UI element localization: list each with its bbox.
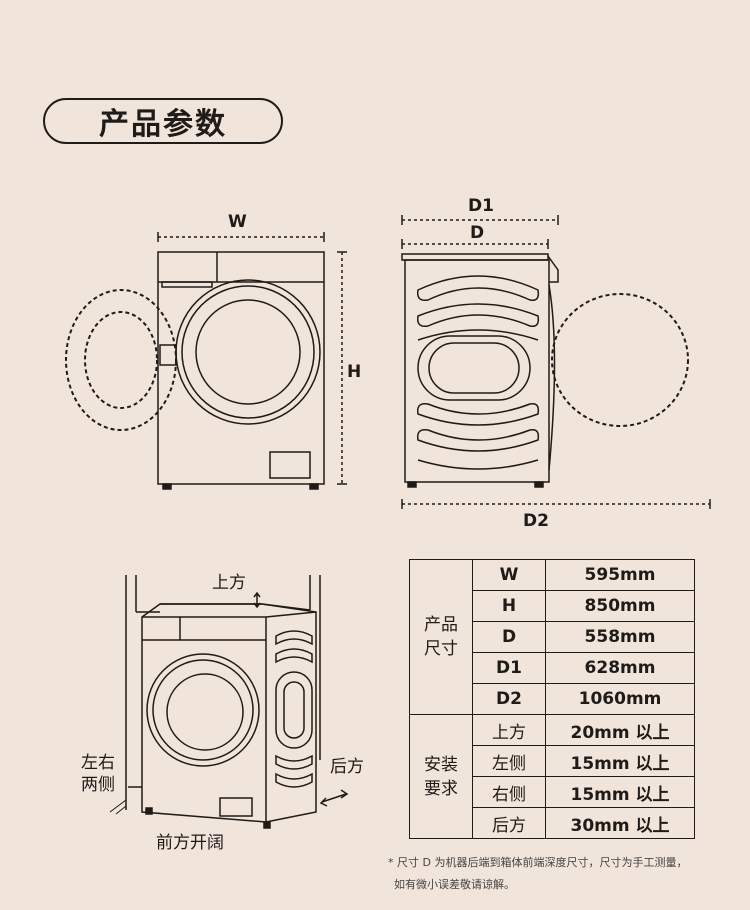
label-back-clearance: 后方: [330, 757, 364, 777]
table-row: D1 628mm: [410, 652, 695, 684]
table-row: D 558mm: [410, 621, 695, 653]
table-row: H 850mm: [410, 590, 695, 622]
table-row: 后方 30mm 以上: [410, 807, 695, 839]
install-group-cell: 安装 要求: [409, 714, 473, 839]
footnote: * 尺寸 D 为机器后端到箱体前端深度尺寸，尺寸为手工测量， 如有微小误差敬请谅…: [388, 852, 748, 896]
spec-value: 595mm: [545, 559, 695, 591]
spec-key: 左侧: [472, 745, 546, 777]
table-row: D2 1060mm: [410, 683, 695, 715]
table-row: 左侧 15mm 以上: [410, 745, 695, 777]
install-group-line1: 安装: [424, 754, 458, 775]
side-view-washer: [401, 215, 711, 509]
footnote-line1: * 尺寸 D 为机器后端到箱体前端深度尺寸，尺寸为手工测量，: [388, 856, 688, 869]
installation-diagram: [109, 575, 349, 829]
spec-value: 850mm: [545, 590, 695, 622]
spec-key: D: [472, 621, 546, 653]
table-row: 安装 要求 上方 20mm 以上: [409, 714, 695, 839]
table-row: 产品 尺寸 W 595mm: [409, 559, 695, 715]
label-top-clearance: 上方: [212, 573, 246, 593]
spec-value: 628mm: [545, 652, 695, 684]
spec-value: 15mm 以上: [545, 745, 695, 777]
label-sides-line1: 左右: [81, 753, 115, 773]
size-group-line2: 尺寸: [424, 639, 458, 659]
spec-key: 上方: [472, 714, 546, 746]
label-sides-line2: 两侧: [81, 775, 115, 795]
spec-value: 30mm 以上: [545, 807, 695, 839]
label-d1: D1: [468, 196, 494, 216]
spec-value: 1060mm: [545, 683, 695, 715]
size-group-line1: 产品: [424, 615, 458, 635]
install-group-line2: 要求: [424, 778, 458, 799]
spec-value: 20mm 以上: [545, 714, 695, 746]
spec-key: W: [472, 559, 546, 591]
spec-key: D2: [472, 683, 546, 715]
spec-value: 15mm 以上: [545, 776, 695, 808]
label-h: H: [347, 362, 362, 382]
spec-key: 右侧: [472, 776, 546, 808]
label-w: W: [228, 212, 247, 232]
spec-table: 产品 尺寸 W 595mm H 850mm D 558mm D1 628mm D…: [409, 559, 695, 839]
spec-key: 后方: [472, 807, 546, 839]
table-row: 右侧 15mm 以上: [410, 776, 695, 808]
section-title: 产品参数: [43, 98, 283, 144]
footnote-line2: 如有微小误差敬请谅解。: [394, 878, 515, 891]
spec-key: D1: [472, 652, 546, 684]
spec-value: 558mm: [545, 621, 695, 653]
size-group-cell: 产品 尺寸: [409, 559, 473, 715]
label-front-open: 前方开阔: [156, 833, 224, 853]
front-view-washer: [65, 232, 347, 490]
spec-key: H: [472, 590, 546, 622]
label-d2: D2: [523, 511, 549, 531]
label-d: D: [470, 223, 485, 243]
